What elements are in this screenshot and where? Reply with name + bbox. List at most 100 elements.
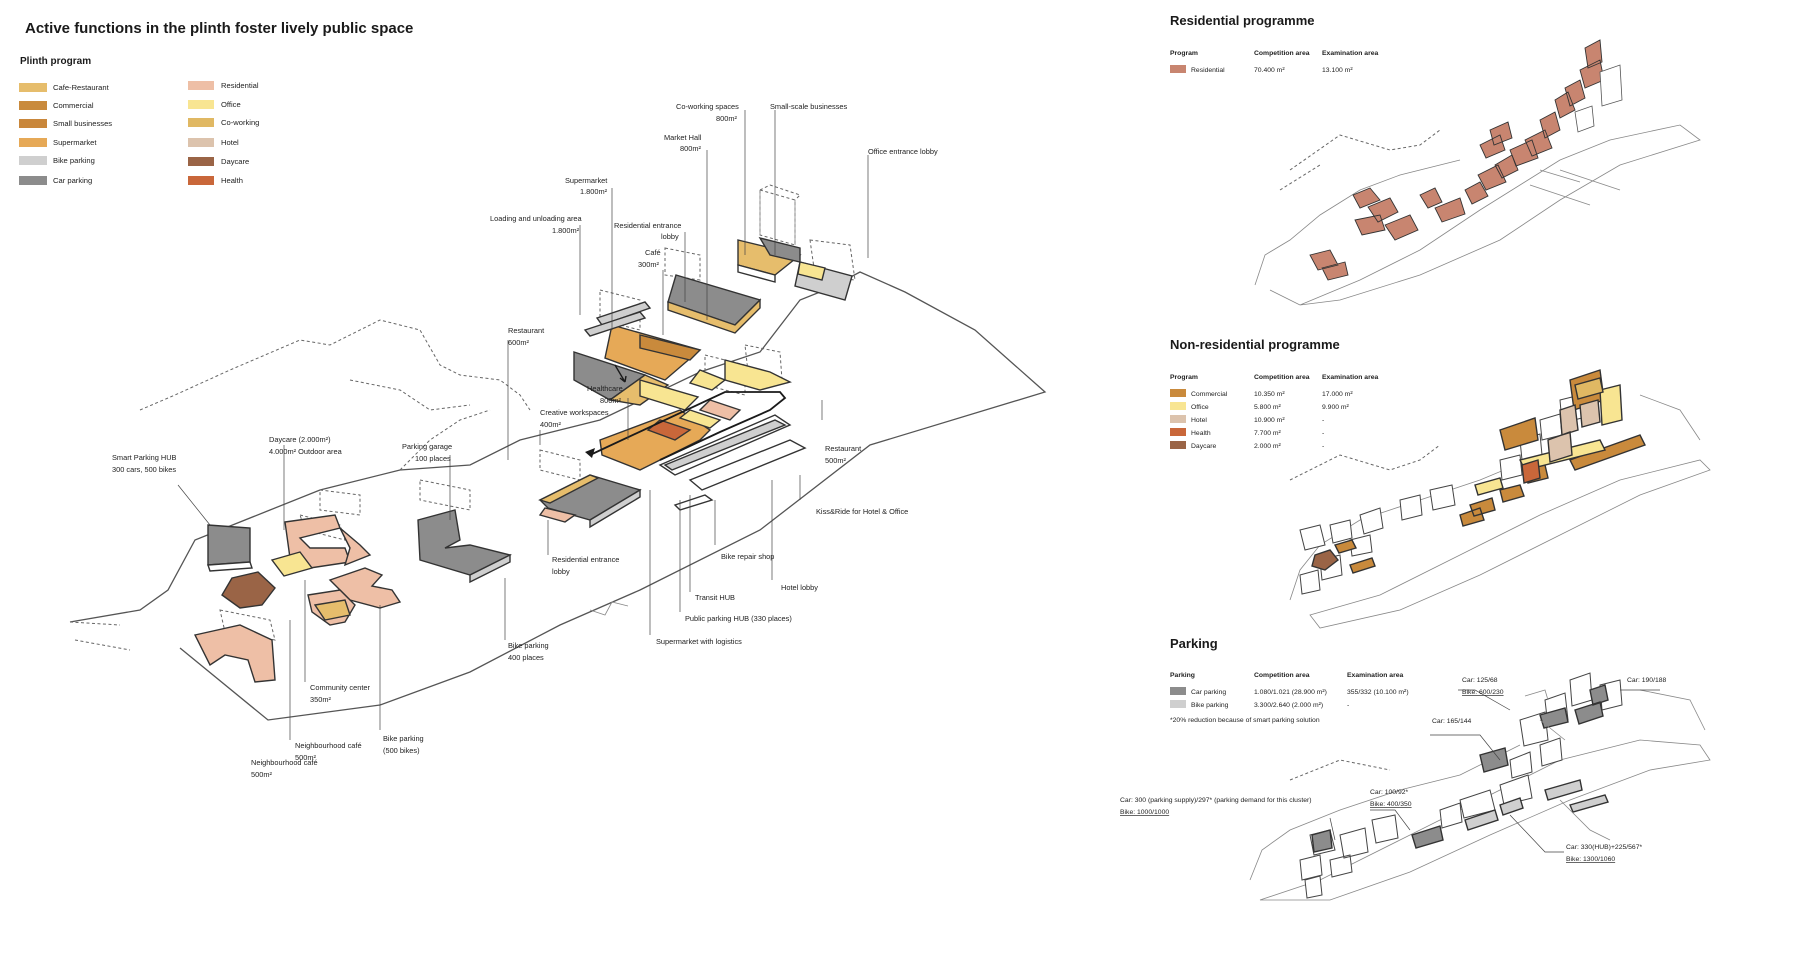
legend-label-small-businesses: Small businesses <box>53 119 112 128</box>
label-restaurant-500: Restaurant <box>825 444 861 453</box>
parking-swatch-bike <box>1170 700 1186 708</box>
parking-callouts: Car: 125/68 Bike: 600/230 Car: 190/188 C… <box>1120 677 1667 863</box>
nonres-examination-health: - <box>1322 430 1324 437</box>
nonres-col-program: Program <box>1170 374 1198 381</box>
nonres-examination-commercial: 17.000 m² <box>1322 391 1353 398</box>
nonres-swatch-office <box>1170 402 1186 410</box>
nonres-swatch-health <box>1170 428 1186 436</box>
legend-item-hotel: Hotel <box>188 138 239 147</box>
label-res-lobby-bottom: Residential entrance <box>552 555 619 564</box>
label-restaurant-600: Restaurant <box>508 326 544 335</box>
nonres-row-commercial: Commercial 10.350 m² 17.000 m² <box>1170 389 1353 398</box>
legend-item-car-parking: Car parking <box>19 176 92 185</box>
callout-1-car: Car: 125/68 <box>1462 677 1498 684</box>
pedestrian-route <box>585 364 787 461</box>
residential-col-examination: Examination area <box>1322 50 1379 57</box>
legend-item-cafe-restaurant: Cafe-Restaurant <box>19 83 110 92</box>
parking-col-examination: Examination area <box>1347 672 1404 679</box>
label-community-center: Community center <box>310 683 371 692</box>
label-healthcare: Healthcare <box>587 384 623 393</box>
residential-cluster-west <box>193 514 402 683</box>
parking-site-diagram <box>1249 672 1711 901</box>
nonres-label-commercial: Commercial <box>1191 391 1228 398</box>
label-neighbourhood-cafe-2-area: 500m² <box>251 770 272 779</box>
label-loading-area-size: 1.800m² <box>552 226 580 235</box>
label-res-lobby-top-2: lobby <box>661 232 679 241</box>
parking-row-car: Car parking 1.080/1.021 (28.900 m²) 355/… <box>1170 687 1409 696</box>
legend-swatch-hotel <box>188 138 214 147</box>
label-cafe: Café <box>645 248 661 257</box>
callout-6-car: Car: 330(HUB)+225/567* <box>1566 844 1642 851</box>
label-creative-workspaces: Creative workspaces <box>540 408 609 417</box>
legend-swatch-office <box>188 100 214 109</box>
callout-4-bike: Bike: 400/350 <box>1370 801 1412 808</box>
label-bike-parking-500: Bike parking <box>383 734 424 743</box>
parking-note: *20% reduction because of smart parking … <box>1170 717 1320 724</box>
label-smart-parking-hub-capacity: 300 cars, 500 bikes <box>112 465 176 474</box>
label-public-parking-hub: Public parking HUB (330 places) <box>685 614 792 623</box>
nonres-competition-health: 7.700 m² <box>1254 430 1282 437</box>
callout-3-car: Car: 165/144 <box>1432 718 1472 725</box>
nonres-row-health: Health 7.700 m² - <box>1170 428 1324 437</box>
legend-item-office: Office <box>188 100 241 109</box>
nonresidential-programme-panel: Non-residential programme Program Compet… <box>1170 337 1711 629</box>
label-parking-garage-places: 100 places <box>415 454 451 463</box>
legend-label-office: Office <box>221 100 241 109</box>
label-loading-area: Loading and unloading area <box>490 214 583 223</box>
callout-5-car: Car: 300 (parking supply)/297* (parking … <box>1120 797 1312 804</box>
legend-swatch-supermarket <box>19 138 47 147</box>
nonres-label-health: Health <box>1191 430 1211 437</box>
main-title: Active functions in the plinth foster li… <box>25 20 413 37</box>
legend-item-supermarket: Supermarket <box>19 138 97 147</box>
parking-col-competition: Competition area <box>1254 672 1310 679</box>
residential-row-competition: 70.400 m² <box>1254 67 1285 74</box>
label-small-scale-businesses: Small-scale businesses <box>770 102 848 111</box>
legend-label-car-parking: Car parking <box>53 176 92 185</box>
loading-block <box>583 301 652 337</box>
label-office-lobby: Office entrance lobby <box>868 147 938 156</box>
restaurant-block <box>599 399 742 471</box>
legend-label-cafe-restaurant: Cafe-Restaurant <box>53 83 110 92</box>
label-restaurant-600-area: 600m² <box>508 338 529 347</box>
parking-col-program: Parking <box>1170 672 1195 679</box>
label-coworking: Co-working spaces <box>676 102 739 111</box>
nonres-row-hotel: Hotel 10.900 m² - <box>1170 415 1324 424</box>
office-block-upper <box>737 236 853 301</box>
daycare-block <box>221 571 276 609</box>
creative-workspace-block <box>538 474 642 529</box>
parking-competition-car: 1.080/1.021 (28.900 m²) <box>1254 689 1327 696</box>
label-creative-area: 400m² <box>540 420 561 429</box>
callout-6-bike: Bike: 1300/1060 <box>1566 856 1615 863</box>
label-cafe-area: 300m² <box>638 260 659 269</box>
label-supermarket: Supermarket <box>565 176 607 185</box>
residential-swatch <box>1170 65 1186 73</box>
residential-col-program: Program <box>1170 50 1198 57</box>
nonres-row-daycare: Daycare 2.000 m² - <box>1170 441 1324 450</box>
label-bike-parking-400: Bike parking <box>508 641 549 650</box>
label-supermarket-area: 1.800m² <box>580 187 608 196</box>
label-market-hall-area: 800m² <box>680 144 701 153</box>
parking-panel: Parking Parking Competition area Examina… <box>1120 636 1711 901</box>
supermarket-block <box>573 351 792 411</box>
label-neighbourhood-cafe-1-area: 500m² <box>295 753 316 762</box>
legend-label-health: Health <box>221 176 243 185</box>
public-parking-block <box>658 414 807 511</box>
residential-row: Residential 70.400 m² 13.100 m² <box>1170 65 1353 74</box>
annotation-leaders <box>177 110 869 740</box>
callout-5-bike: Bike: 1000/1000 <box>1120 809 1169 816</box>
nonres-competition-daycare: 2.000 m² <box>1254 443 1282 450</box>
label-transit-hub: Transit HUB <box>695 593 735 602</box>
nonres-col-examination: Examination area <box>1322 374 1379 381</box>
legend-item-daycare: Daycare <box>188 157 249 166</box>
parking-competition-bike: 3.300/2.640 (2.000 m²) <box>1254 702 1323 709</box>
site-outline <box>69 271 1047 721</box>
legend-label-daycare: Daycare <box>221 157 249 166</box>
label-market-hall: Market Hall <box>664 133 702 142</box>
legend-label-supermarket: Supermarket <box>53 138 97 147</box>
label-restaurant-500-area: 500m² <box>825 456 846 465</box>
legend-label-co-working: Co-working <box>221 118 259 127</box>
legend-swatch-health <box>188 176 214 185</box>
label-res-lobby-bottom-2: lobby <box>552 567 570 576</box>
nonres-swatch-commercial <box>1170 389 1186 397</box>
